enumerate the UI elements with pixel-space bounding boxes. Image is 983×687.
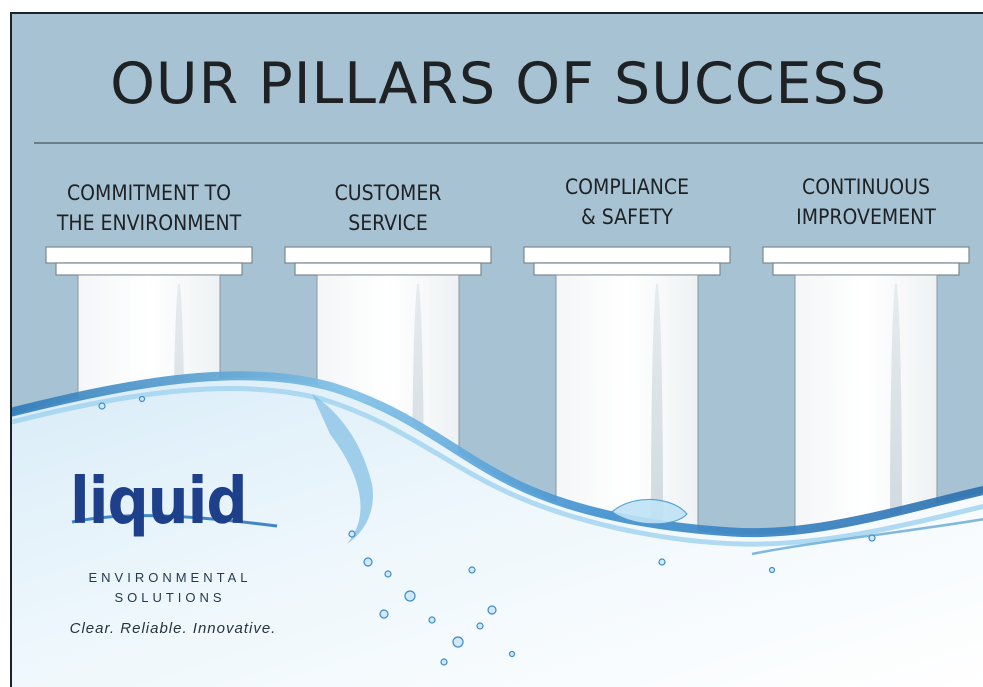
poster-title: OUR PILLARS OF SUCCESS	[110, 51, 887, 117]
pillar-label-commitment: COMMITMENT TO THE ENVIRONMENT	[56, 181, 242, 235]
pillar-3	[523, 246, 731, 536]
logo-wordmark: liquid	[70, 465, 248, 539]
pillar-label-compliance: COMPLIANCE & SAFETY	[564, 175, 690, 229]
water-wave	[12, 371, 983, 687]
pillars-poster: OUR PILLARS OF SUCCESS	[10, 12, 983, 687]
logo-line-environmental: ENVIRONMENTAL	[88, 570, 252, 585]
title-divider	[34, 142, 983, 144]
pillar-4	[762, 246, 970, 536]
logo-swoosh	[71, 514, 278, 528]
logo-tagline: Clear. Reliable. Innovative.	[69, 620, 277, 637]
pillar-label-continuous-improvement: CONTINUOUS IMPROVEMENT	[796, 175, 936, 229]
water-droplets	[98, 395, 876, 666]
logo-line-solutions: SOLUTIONS	[114, 590, 226, 605]
pillars-and-water-art	[12, 246, 983, 687]
pillar-label-customer-service: CUSTOMER SERVICE	[334, 181, 442, 235]
